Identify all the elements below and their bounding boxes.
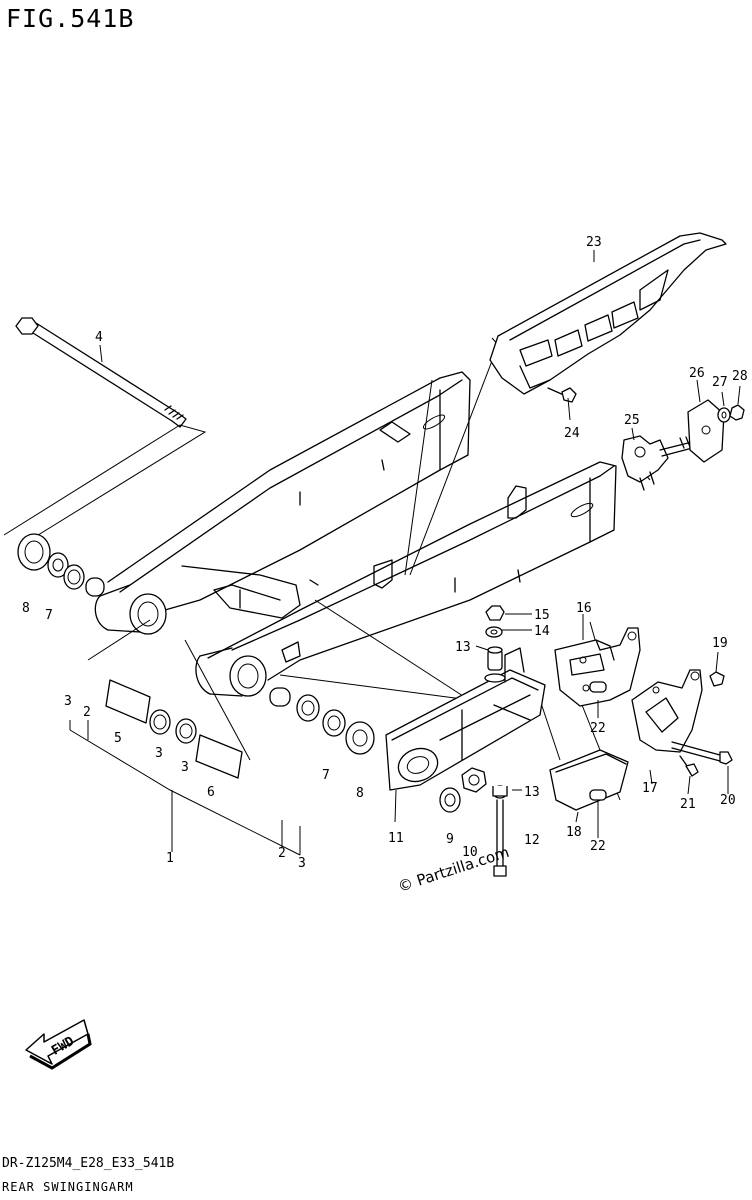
- pivot-bolt-part[interactable]: [15, 317, 187, 428]
- callout-2-left: 2: [83, 705, 91, 720]
- callout-3-left: 3: [64, 694, 72, 709]
- callout-25: 25: [624, 413, 640, 428]
- callout-22-upper: 22: [590, 721, 606, 736]
- callout-3-center-b: 3: [181, 760, 189, 775]
- callout-6: 6: [207, 785, 215, 800]
- nut-15-part[interactable]: [485, 605, 505, 621]
- callout-13-upper: 13: [455, 640, 471, 655]
- callout-11: 11: [388, 831, 404, 846]
- callout-15: 15: [534, 608, 550, 623]
- callout-4: 4: [95, 330, 103, 345]
- adjuster-plate-part[interactable]: [687, 399, 725, 463]
- model-code: DR-Z125M4_E28_E33_541B: [2, 1156, 175, 1171]
- callout-19: 19: [712, 636, 728, 651]
- callout-12: 12: [524, 833, 540, 848]
- callout-14: 14: [534, 624, 550, 639]
- chain-guide-bracket-part[interactable]: [554, 627, 641, 707]
- callout-5: 5: [114, 731, 122, 746]
- chain-guide-plate-part[interactable]: [631, 669, 703, 753]
- figure-title: FIG.541B: [6, 4, 135, 33]
- callout-10: 10: [462, 845, 478, 860]
- callout-20: 20: [720, 793, 736, 808]
- chain-buffer-part[interactable]: [385, 647, 546, 791]
- buffer-bolt-part[interactable]: [492, 785, 508, 877]
- guide-bolts-part[interactable]: [671, 671, 733, 777]
- callout-leaders: [99, 250, 741, 852]
- callout-9: 9: [446, 832, 454, 847]
- callout-13-lower: 13: [524, 785, 540, 800]
- callout-23: 23: [586, 235, 602, 250]
- callout-28: 28: [732, 369, 748, 384]
- section-title: REAR SWINGINGARM: [2, 1180, 134, 1194]
- chain-case-part[interactable]: [489, 232, 727, 395]
- callout-1: 1: [166, 851, 174, 866]
- callout-8-right: 8: [356, 786, 364, 801]
- callout-7-right: 7: [322, 768, 330, 783]
- center-bushings[interactable]: [105, 679, 243, 779]
- callout-3-center-a: 3: [155, 746, 163, 761]
- upper-collar-part[interactable]: [484, 646, 506, 683]
- adjuster-washer-part[interactable]: [717, 407, 731, 423]
- callout-numbers: 4 23 24 25 26 27 28 8 7 3 2 5 3 3 6 1 2 …: [22, 235, 748, 871]
- left-pivot-bushings[interactable]: [17, 533, 105, 597]
- fwd-arrow-icon: FWD: [25, 1019, 92, 1070]
- callout-7-left: 7: [45, 608, 53, 623]
- callout-3-right: 3: [298, 856, 306, 871]
- right-pivot-bushings[interactable]: [269, 687, 375, 755]
- callout-18: 18: [566, 825, 582, 840]
- callout-27: 27: [712, 375, 728, 390]
- chain-case-screw-part[interactable]: [547, 387, 577, 403]
- callout-17: 17: [642, 781, 658, 796]
- callout-24: 24: [564, 426, 580, 441]
- callout-21: 21: [680, 797, 696, 812]
- chain-guide-block-part[interactable]: [549, 749, 629, 811]
- callout-22-lower: 22: [590, 839, 606, 854]
- callout-26: 26: [689, 366, 705, 381]
- washer-14-part[interactable]: [485, 626, 503, 638]
- guide-pins-part[interactable]: [589, 681, 607, 801]
- callout-8-left: 8: [22, 601, 30, 616]
- buffer-nut-part[interactable]: [461, 767, 487, 793]
- chain-adjuster-part[interactable]: [621, 435, 701, 491]
- adjuster-nut-part[interactable]: [729, 404, 745, 421]
- buffer-washer-part[interactable]: [439, 787, 461, 813]
- callout-16: 16: [576, 601, 592, 616]
- swingarm-part[interactable]: [94, 371, 617, 697]
- callout-2-right: 2: [278, 846, 286, 861]
